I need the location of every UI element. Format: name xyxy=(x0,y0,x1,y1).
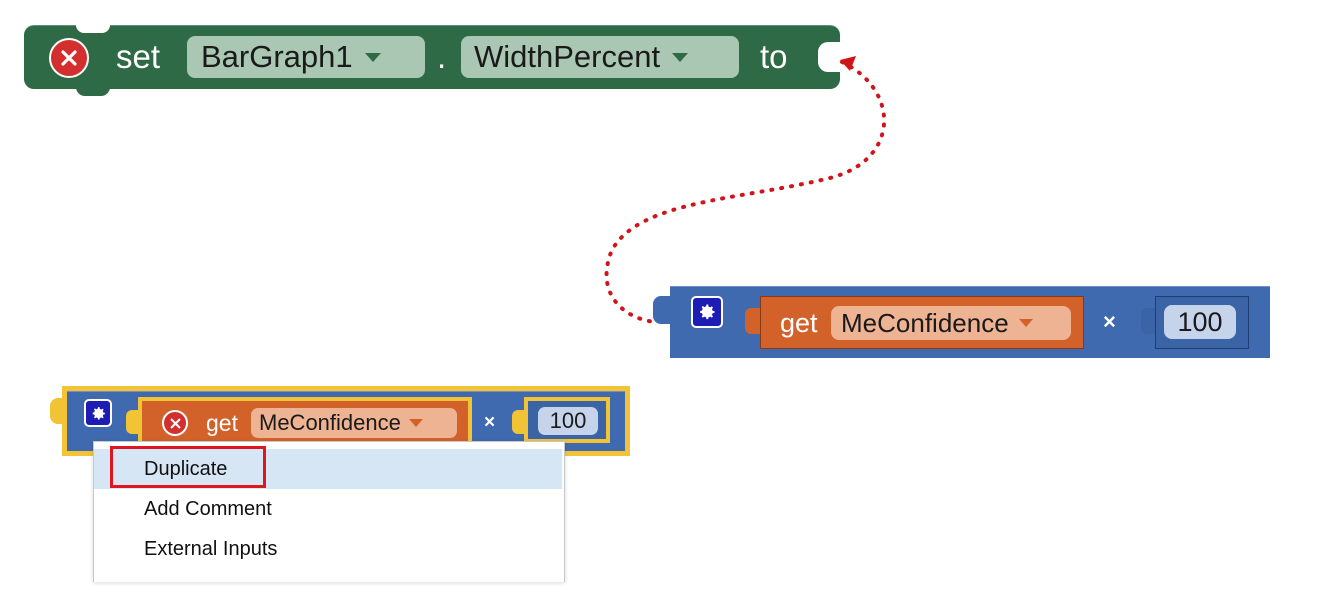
chevron-down-icon xyxy=(672,52,689,62)
chevron-down-icon xyxy=(408,419,423,427)
connection-arrow xyxy=(604,56,887,324)
component-dropdown-value: BarGraph1 xyxy=(201,39,353,74)
number-field[interactable]: 100 xyxy=(538,407,598,435)
property-dropdown-value: WidthPercent xyxy=(474,39,661,74)
block-bottom-tab xyxy=(76,86,110,96)
context-menu: Duplicate Add Comment External Inputs xyxy=(93,441,565,582)
dot-separator: . xyxy=(437,38,447,75)
multiply-operator: × xyxy=(484,412,496,433)
menu-item-add-comment[interactable]: Add Comment xyxy=(144,498,272,520)
get-keyword: get xyxy=(780,308,818,338)
menu-item-duplicate[interactable]: Duplicate xyxy=(94,449,562,489)
property-dropdown[interactable]: WidthPercent xyxy=(461,36,739,78)
block-top-notch xyxy=(76,25,110,33)
error-icon[interactable] xyxy=(49,38,89,78)
chevron-down-icon xyxy=(364,52,381,62)
error-icon[interactable] xyxy=(162,410,188,436)
get-output-plug xyxy=(745,308,761,334)
gear-icon[interactable] xyxy=(691,296,723,328)
value-input-socket[interactable] xyxy=(818,42,842,72)
number-output-plug xyxy=(1141,308,1157,334)
number-output-plug xyxy=(512,410,527,434)
to-keyword: to xyxy=(760,38,788,75)
component-dropdown[interactable]: BarGraph1 xyxy=(187,36,425,78)
variable-dropdown[interactable]: MeConfidence xyxy=(831,306,1071,340)
duplicate-highlight xyxy=(110,446,266,488)
get-output-plug xyxy=(126,410,141,434)
set-keyword: set xyxy=(116,38,161,75)
output-plug xyxy=(653,296,671,324)
variable-dropdown-value: MeConfidence xyxy=(841,307,1009,338)
variable-dropdown[interactable]: MeConfidence xyxy=(251,408,457,438)
gear-icon[interactable] xyxy=(84,399,112,427)
variable-dropdown-value: MeConfidence xyxy=(259,410,401,435)
chevron-down-icon xyxy=(1018,319,1033,327)
menu-item-external-inputs[interactable]: External Inputs xyxy=(144,538,278,560)
number-field[interactable]: 100 xyxy=(1164,305,1236,339)
get-keyword: get xyxy=(206,410,238,436)
multiply-operator: × xyxy=(1103,309,1116,334)
